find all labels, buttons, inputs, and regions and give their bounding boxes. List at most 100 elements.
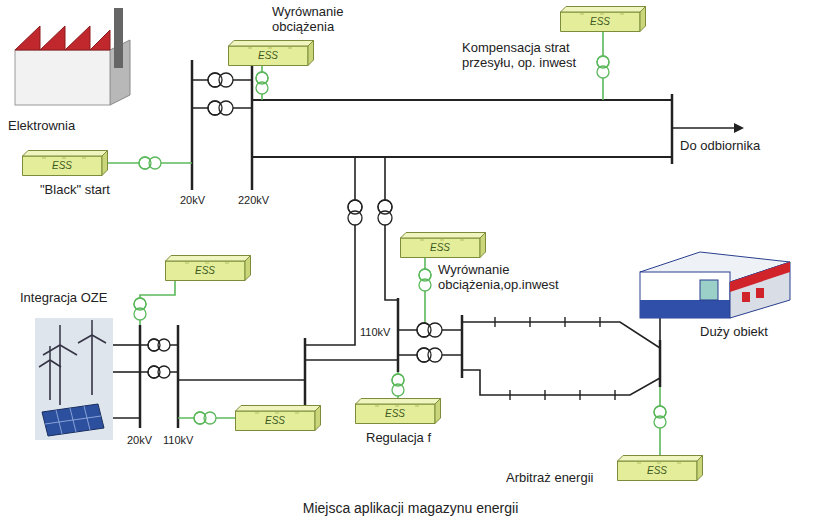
ess-box-stripe	[288, 48, 292, 49]
power-line	[112, 371, 140, 373]
transformer-symbol	[219, 101, 233, 115]
ess-transformer-symbol	[134, 56, 666, 428]
power-line	[461, 315, 464, 378]
transformer-symbol	[348, 211, 362, 225]
renewables-illustration	[49, 346, 51, 360]
power-line	[659, 340, 662, 387]
ess-box-side	[315, 406, 321, 431]
ess-box-front	[236, 411, 316, 431]
ess-storage-box: ESS	[165, 255, 251, 281]
power-line	[385, 157, 398, 300]
renewables-illustration	[49, 360, 51, 400]
ess-box-top	[236, 406, 321, 412]
power-line	[105, 60, 736, 428]
ess-box-side	[102, 151, 108, 176]
ess-box-stripe	[460, 240, 464, 241]
bus-section-mark	[529, 317, 530, 327]
transformer-symbol	[428, 348, 442, 362]
power-line	[178, 379, 305, 381]
renewables-illustration	[35, 318, 113, 440]
ess-box-top	[166, 256, 251, 262]
ess-box-stripe	[185, 263, 189, 264]
renewables-illustration	[35, 318, 113, 440]
ess-box-stripe	[657, 463, 661, 464]
power-line	[672, 127, 736, 129]
transformer-symbol	[208, 101, 222, 115]
power-line	[659, 318, 661, 340]
ess-connection-line	[108, 32, 660, 455]
ess-box-stripe	[395, 406, 399, 407]
annotation-label: Arbitraż energii	[506, 470, 593, 485]
ess-transformer-symbol	[654, 406, 666, 418]
transformer-symbol	[148, 339, 160, 351]
ess-box-stripe	[375, 406, 379, 407]
voltage-label: 20kV	[180, 194, 205, 207]
renewables-illustration	[60, 345, 77, 355]
ess-box-top	[229, 41, 314, 47]
ess-label: ESS	[355, 408, 435, 420]
renewables-illustration	[59, 325, 61, 345]
ess-box-front	[23, 156, 103, 176]
large-facility-icon	[756, 288, 764, 298]
ess-box-stripe	[420, 240, 424, 241]
ess-box-stripe	[62, 158, 66, 159]
ess-storage-box: ESS	[228, 40, 314, 66]
ess-storage-box: ESS	[400, 232, 486, 258]
ess-box-stripe	[42, 158, 46, 159]
ess-transformer-symbol	[256, 72, 268, 84]
power-line	[305, 157, 355, 345]
ess-transformer-symbol	[419, 269, 431, 281]
power-plant-icon	[15, 26, 110, 50]
transformer-symbol	[417, 348, 431, 362]
transformer-symbol	[378, 211, 392, 225]
ess-box-front	[618, 461, 698, 481]
annotation-label: "Black" start	[40, 182, 110, 197]
transformer-symbol	[417, 323, 431, 337]
ess-box-side	[308, 41, 314, 66]
renewables-illustration	[45, 416, 101, 424]
ess-box-stripe	[295, 413, 299, 414]
bus-section-mark	[495, 317, 615, 400]
ess-label: ESS	[22, 160, 102, 172]
ess-box-top	[356, 399, 441, 405]
ess-box-side	[640, 7, 646, 32]
power-line	[462, 322, 660, 348]
arrow-head	[734, 123, 744, 133]
ess-box-stripe	[275, 413, 279, 414]
transformer-symbol	[428, 323, 442, 337]
annotation-label: Wyrównanie obciążenia	[272, 4, 352, 34]
ess-box-stripe	[268, 48, 272, 49]
ess-transformer-symbol	[139, 157, 151, 169]
ess-storage-box: ESS	[355, 398, 441, 424]
annotation-label: Duży obiekt	[700, 324, 768, 339]
power-plant-icon	[15, 8, 130, 105]
ess-box-side	[480, 233, 486, 258]
ess-box-stripe	[225, 263, 229, 264]
bus-section-mark	[509, 390, 510, 400]
voltage-label: 20kV	[127, 434, 152, 447]
large-facility-icon	[742, 292, 750, 302]
large-facility-icon	[730, 262, 790, 318]
power-line	[177, 325, 180, 428]
ess-box-front	[166, 261, 246, 281]
ess-box-stripe	[620, 14, 624, 15]
ess-box-top	[23, 151, 108, 157]
renewables-illustration	[50, 335, 92, 405]
ess-storage-box: ESS	[560, 6, 646, 32]
ess-box-top	[618, 456, 703, 462]
bus-section-mark	[614, 390, 615, 400]
ess-label: ESS	[617, 465, 697, 477]
annotation-label: Kompensacja strat przesyłu, op. inwest	[462, 40, 592, 70]
ess-transformer-symbol	[392, 374, 404, 386]
ess-box-front	[356, 404, 436, 424]
large-facility-icon	[640, 300, 730, 318]
ess-box-stripe	[677, 463, 681, 464]
power-line	[252, 156, 672, 158]
power-line	[462, 370, 660, 395]
ess-label: ESS	[400, 242, 480, 254]
voltage-label: 220kV	[238, 194, 269, 207]
large-facility-icon	[640, 252, 790, 318]
ess-box-stripe	[600, 14, 604, 15]
ess-box-side	[245, 256, 251, 281]
ess-storage-box: ESS	[617, 455, 703, 481]
